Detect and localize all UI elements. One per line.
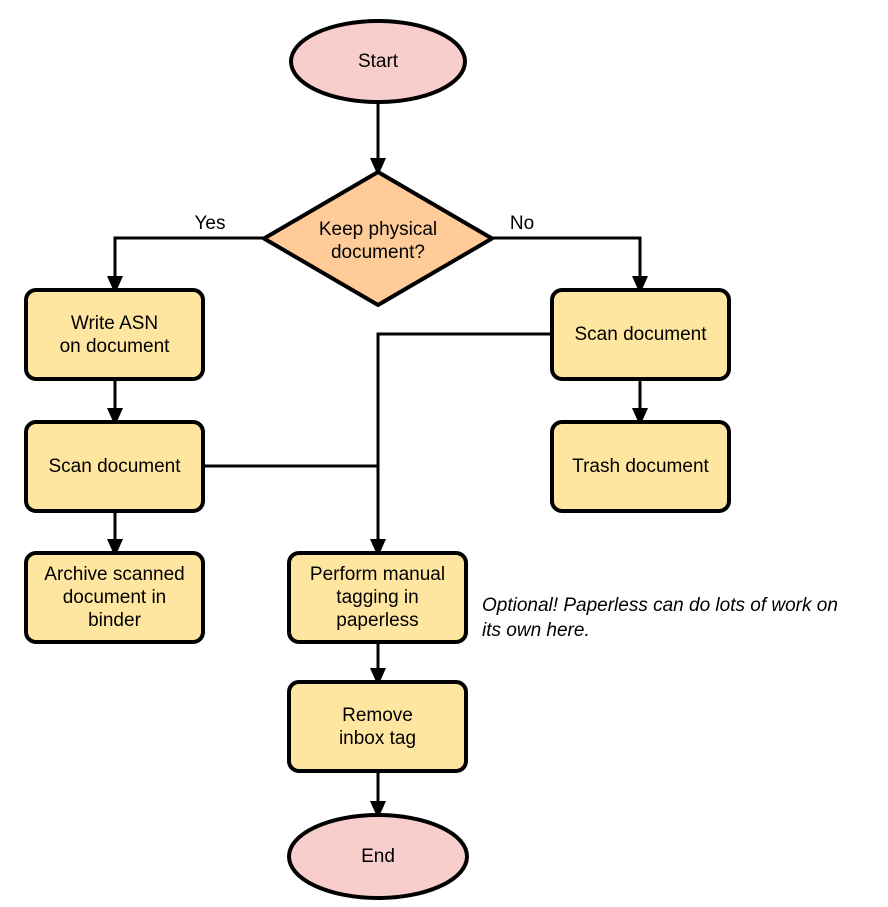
node-remove-inbox-tag[interactable]: Remove inbox tag <box>287 680 468 773</box>
scan-document-left-box[interactable] <box>24 420 205 513</box>
arrowhead-icon <box>107 408 123 426</box>
scan-document-left-label: Scan document <box>48 456 181 477</box>
edge-scan-left-to-archive <box>107 511 123 557</box>
node-perform-manual-tagging[interactable]: Perform manual tagging in paperless <box>287 551 468 644</box>
node-archive-scanned-document[interactable]: Archive scanned document in binder <box>24 551 205 644</box>
edge-remove-inbox-to-end <box>370 771 386 819</box>
tagging-label-line3: paperless <box>336 610 418 631</box>
node-scan-document-right[interactable]: Scan document <box>550 288 731 381</box>
arrowhead-icon <box>370 158 386 176</box>
end-ellipse[interactable] <box>287 813 469 900</box>
arrowhead-icon <box>107 276 123 294</box>
trash-document-label: Trash document <box>572 456 709 477</box>
node-start[interactable]: Start <box>289 19 467 104</box>
arrowhead-icon <box>107 539 123 557</box>
edge-scan-right-to-tagging <box>370 332 552 557</box>
arrowhead-icon <box>370 801 386 819</box>
scan-document-right-box[interactable] <box>550 288 731 381</box>
edge-label-yes: Yes <box>195 213 226 234</box>
start-label: Start <box>358 51 399 72</box>
edge-label-no: No <box>510 213 534 234</box>
remove-inbox-label-line1: Remove <box>342 705 413 726</box>
edge-decision-no-to-scan-right <box>492 236 648 294</box>
trash-document-box[interactable] <box>550 420 731 513</box>
tagging-label-line1: Perform manual <box>310 564 445 585</box>
write-asn-label-line1: Write ASN <box>71 313 158 334</box>
decision-diamond[interactable] <box>262 170 494 307</box>
edge-scan-right-to-trash <box>632 379 648 426</box>
decision-label-line1: Keep physical <box>319 219 437 240</box>
archive-box[interactable] <box>24 551 205 644</box>
edge-tagging-to-remove-inbox <box>370 642 386 686</box>
end-label: End <box>361 846 395 867</box>
arrowhead-icon <box>370 668 386 686</box>
annotation-optional-note: Optional! Paperless can do lots of work … <box>482 595 838 641</box>
edge-start-to-decision <box>370 103 386 176</box>
archive-label-line2: document in <box>63 587 167 608</box>
arrowhead-icon <box>370 539 386 557</box>
edge-write-asn-to-scan-left <box>107 379 123 426</box>
arrowhead-icon <box>632 276 648 294</box>
archive-label-line3: binder <box>88 610 141 631</box>
remove-inbox-label-line2: inbox tag <box>339 728 416 749</box>
edge-decision-yes-to-write-asn <box>107 236 265 294</box>
node-trash-document[interactable]: Trash document <box>550 420 731 513</box>
optional-note-line2: its own here. <box>482 620 590 641</box>
node-scan-document-left[interactable]: Scan document <box>24 420 205 513</box>
tagging-box[interactable] <box>287 551 468 644</box>
write-asn-box[interactable] <box>24 288 205 381</box>
start-ellipse[interactable] <box>289 19 467 104</box>
connectors-group <box>107 103 648 819</box>
arrowhead-icon <box>632 408 648 426</box>
write-asn-label-line2: on document <box>60 336 171 357</box>
scan-document-right-label: Scan document <box>574 324 707 345</box>
tagging-label-line2: tagging in <box>336 587 418 608</box>
optional-note-line1: Optional! Paperless can do lots of work … <box>482 595 838 616</box>
node-decision-keep-physical-document[interactable]: Keep physical document? <box>262 170 494 307</box>
node-end[interactable]: End <box>287 813 469 900</box>
node-write-asn[interactable]: Write ASN on document <box>24 288 205 381</box>
archive-label-line1: Archive scanned <box>44 564 184 585</box>
remove-inbox-tag-box[interactable] <box>287 680 468 773</box>
decision-label-line2: document? <box>331 242 425 263</box>
